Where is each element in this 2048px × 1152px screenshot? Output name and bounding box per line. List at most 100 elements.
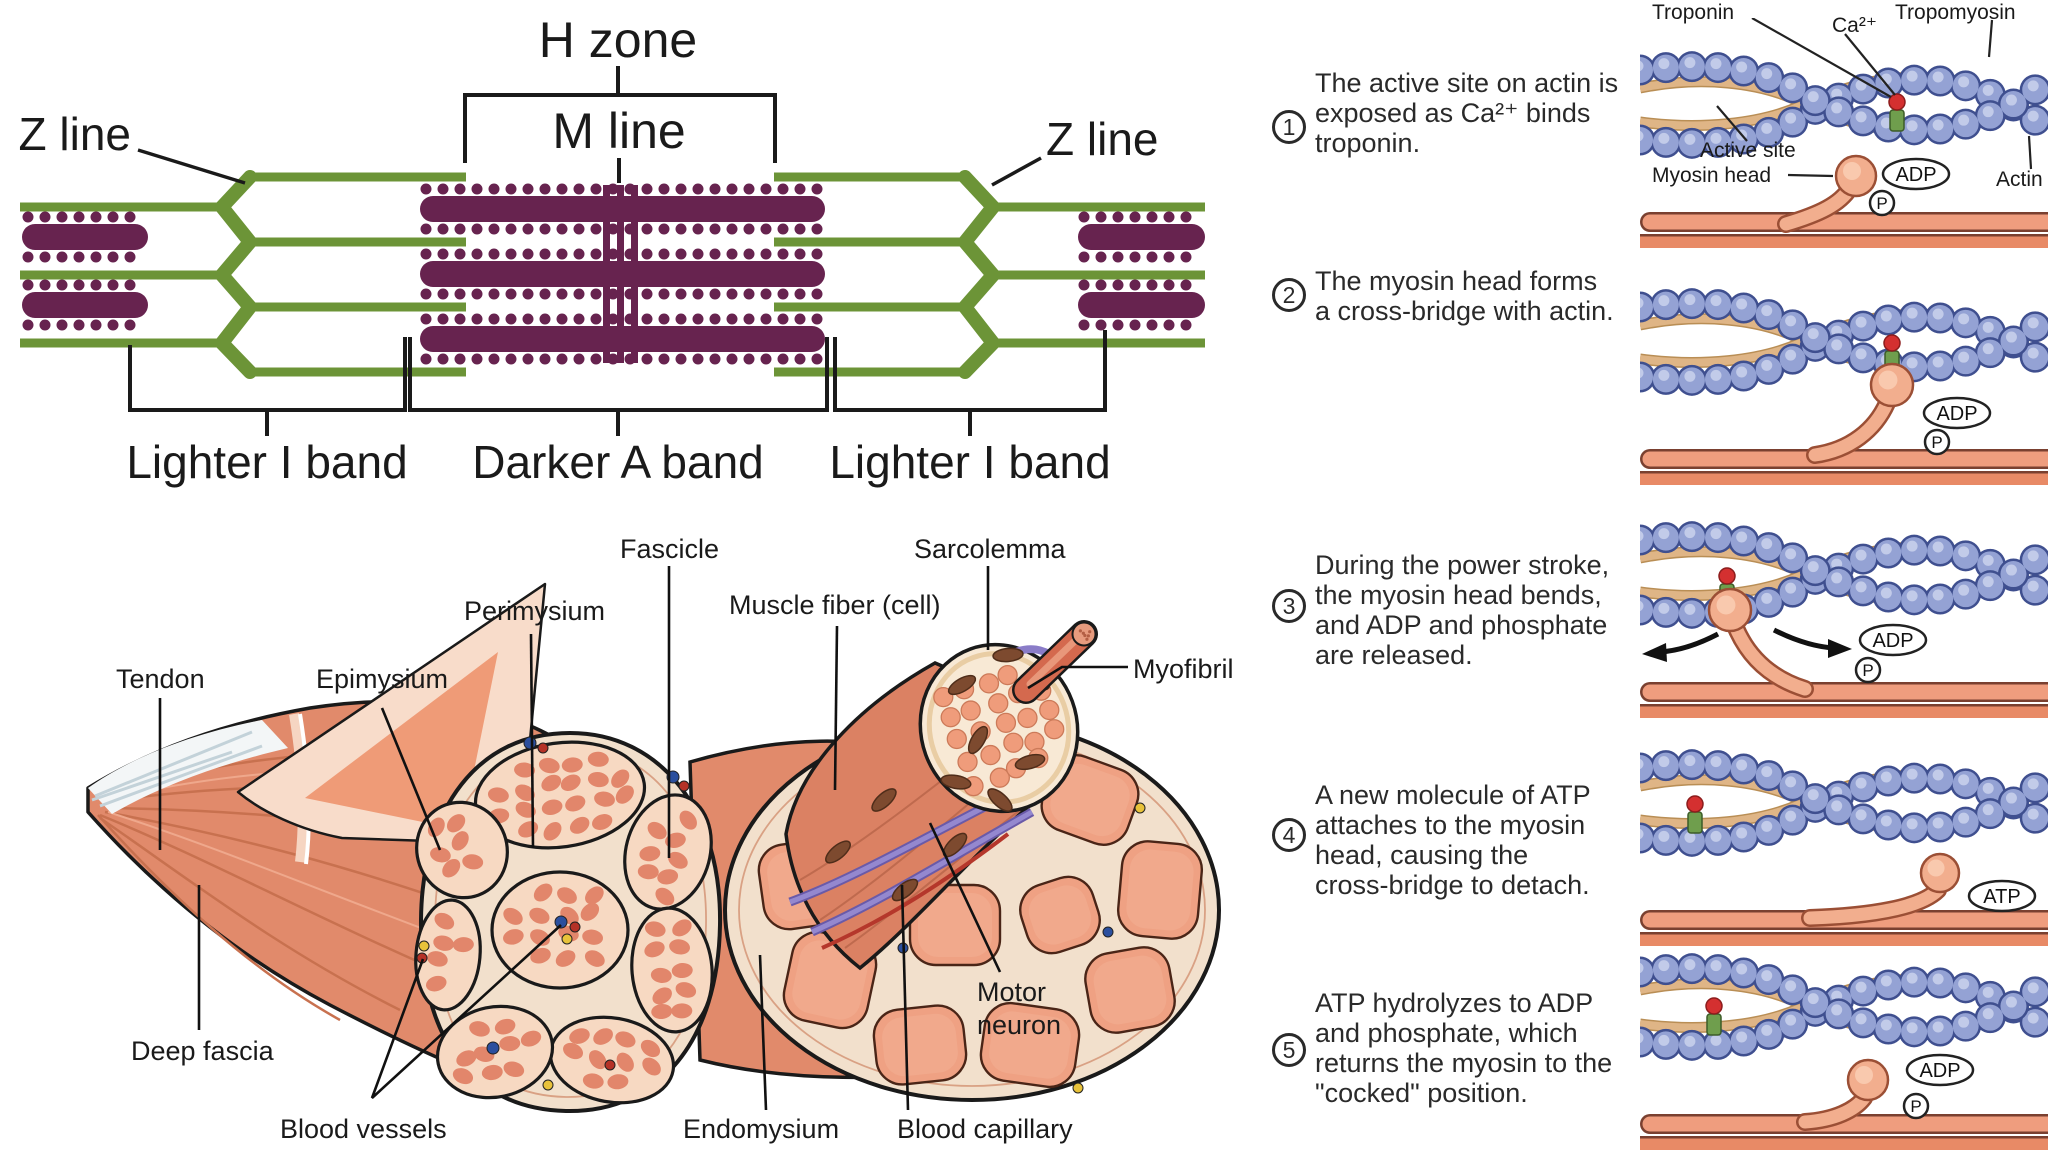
molecule-adp-label: ADP [1936, 403, 1977, 425]
troponin-unit [1889, 109, 1905, 132]
molecule-p-badge: P [1923, 428, 1951, 456]
thick-filaments [22, 183, 1205, 365]
step-2-line2: a cross-bridge with actin. [1315, 296, 1614, 326]
step-2-number: 2 [1272, 278, 1306, 312]
label-pointer-line [1716, 105, 1748, 142]
z-line-right [958, 170, 1000, 379]
myofibril-label: Myofibril [1133, 654, 1234, 684]
step-3-text: During the power stroke, the myosin head… [1315, 550, 1655, 670]
fascicle-blob [630, 906, 714, 1034]
troponin-unit [1687, 811, 1703, 834]
z-line-left [215, 170, 257, 379]
myofibril-rod [1012, 620, 1098, 704]
step-1-number: 1 [1272, 110, 1306, 144]
step-4-number: 4 [1272, 818, 1306, 852]
calcium-ion [1705, 997, 1723, 1015]
thin-filaments-inner [248, 172, 967, 377]
step-4-line2: attaches to the myosin [1315, 810, 1586, 840]
molecule-atp-label: ATP [1983, 886, 2020, 908]
cross-bridge-step-4-illustration: ATP [1640, 749, 2048, 946]
troponin-unit [1706, 1013, 1722, 1036]
h-zone-label: H zone [539, 12, 697, 68]
fiber-nuclei [825, 788, 968, 902]
blood-capillary-label: Blood capillary [897, 1114, 1073, 1144]
z-line-right-label: Z line [1046, 113, 1158, 165]
z-line-left-label: Z line [19, 108, 131, 160]
deep-fascia-label: Deep fascia [131, 1036, 274, 1066]
molecule-p-label: P [1862, 661, 1873, 680]
calcium-label: Ca²⁺ [1832, 14, 1877, 37]
molecule-adp-label: ADP [1919, 1060, 1960, 1082]
step-4-line1: A new molecule of ATP [1315, 780, 1591, 810]
cross-bridge-step-3-illustration: ADP P [1640, 521, 2048, 718]
m-line-bars [603, 185, 638, 363]
epimysium-flap-inner [305, 652, 498, 830]
step-3-line4: are released. [1315, 640, 1473, 670]
motor-neuron-lines [788, 793, 1035, 937]
molecule-adp-badge: ADP [1881, 157, 1951, 191]
fascicle-blob [415, 800, 509, 900]
step-5-line4: "cocked" position. [1315, 1078, 1528, 1108]
molecule-adp-badge: ADP [1858, 623, 1928, 657]
active-site-label: Active site [1700, 139, 1796, 162]
molecule-atp-badge: ATP [1967, 879, 2037, 913]
i-band-right-label: Lighter I band [829, 436, 1110, 488]
step-4-text: A new molecule of ATP attaches to the my… [1315, 780, 1655, 900]
tendon-label: Tendon [116, 664, 205, 694]
power-stroke-arrow-left [1659, 631, 1720, 655]
step-3-number: 3 [1272, 589, 1306, 623]
tropomyosin-label: Tropomyosin [1895, 1, 2016, 24]
step-2-line1: The myosin head forms [1315, 266, 1598, 296]
i-band-left-label: Lighter I band [126, 436, 407, 488]
step-5-line1: ATP hydrolyzes to ADP [1315, 988, 1594, 1018]
step-5-number: 5 [1272, 1033, 1306, 1067]
motor-neuron-label-line2: neuron [977, 1010, 1062, 1040]
power-stroke-arrow-right [1772, 627, 1835, 651]
a-band-label: Darker A band [472, 436, 764, 488]
label-pointer-line [1844, 33, 1896, 96]
fascicle-label: Fascicle [620, 534, 720, 564]
fascicle-blob [490, 870, 630, 990]
step-3-line2: the myosin head bends, [1315, 580, 1602, 610]
step-3-line3: and ADP and phosphate [1315, 610, 1608, 640]
molecule-p-badge: P [1902, 1092, 1930, 1120]
epimysium-label: Epimysium [316, 664, 449, 694]
step-1-text: The active site on actin is exposed as C… [1315, 68, 1655, 158]
blood-vessel-dots [416, 736, 690, 1091]
step-5-line3: returns the myosin to the [1315, 1048, 1613, 1078]
molecule-p-badge: P [1854, 656, 1882, 684]
label-pointer-line [2027, 135, 2033, 170]
label-pointer-line [1751, 18, 1892, 98]
step-1-line2: exposed as Ca²⁺ binds [1315, 98, 1591, 128]
calcium-ion [1686, 795, 1704, 813]
molecule-adp-badge: ADP [1922, 396, 1992, 430]
calcium-ion [1718, 567, 1736, 585]
cross-bridge-step-2-illustration: ADP P [1640, 288, 2048, 485]
molecule-adp-label: ADP [1895, 164, 1936, 186]
step-1-line3: troponin. [1315, 128, 1421, 158]
annotation-brackets [128, 66, 1107, 436]
endomysium-label: Endomysium [683, 1114, 840, 1144]
step-4-line4: cross-bridge to detach. [1315, 870, 1590, 900]
sarcolemma-label: Sarcolemma [914, 534, 1066, 564]
sarcomere-diagram: H zone M line Z line Z line Lighter I ba… [19, 12, 1205, 488]
muscle-pointer-lines [158, 566, 1128, 1111]
step-3-line1: During the power stroke, [1315, 550, 1610, 580]
fascicle-blob [414, 898, 482, 1012]
m-line-label: M line [552, 103, 685, 159]
calcium-ion [1888, 93, 1906, 111]
myofibril-dots [933, 664, 1065, 797]
molecule-p-label: P [1931, 433, 1942, 452]
calcium-ion [1883, 334, 1901, 352]
fascicles [414, 740, 714, 1105]
blood-vessels-label: Blood vessels [280, 1114, 447, 1144]
step-1-line1: The active site on actin is [1315, 68, 1619, 98]
blood-capillary-line [821, 832, 1010, 950]
step-5-line2: and phosphate, which [1315, 1018, 1578, 1048]
perimysium-label: Perimysium [464, 596, 606, 626]
muscle-fiber-label: Muscle fiber (cell) [729, 590, 941, 620]
muscle-anatomy-diagram [86, 566, 1221, 1114]
step-2-text: The myosin head forms a cross-bridge wit… [1315, 266, 1655, 326]
